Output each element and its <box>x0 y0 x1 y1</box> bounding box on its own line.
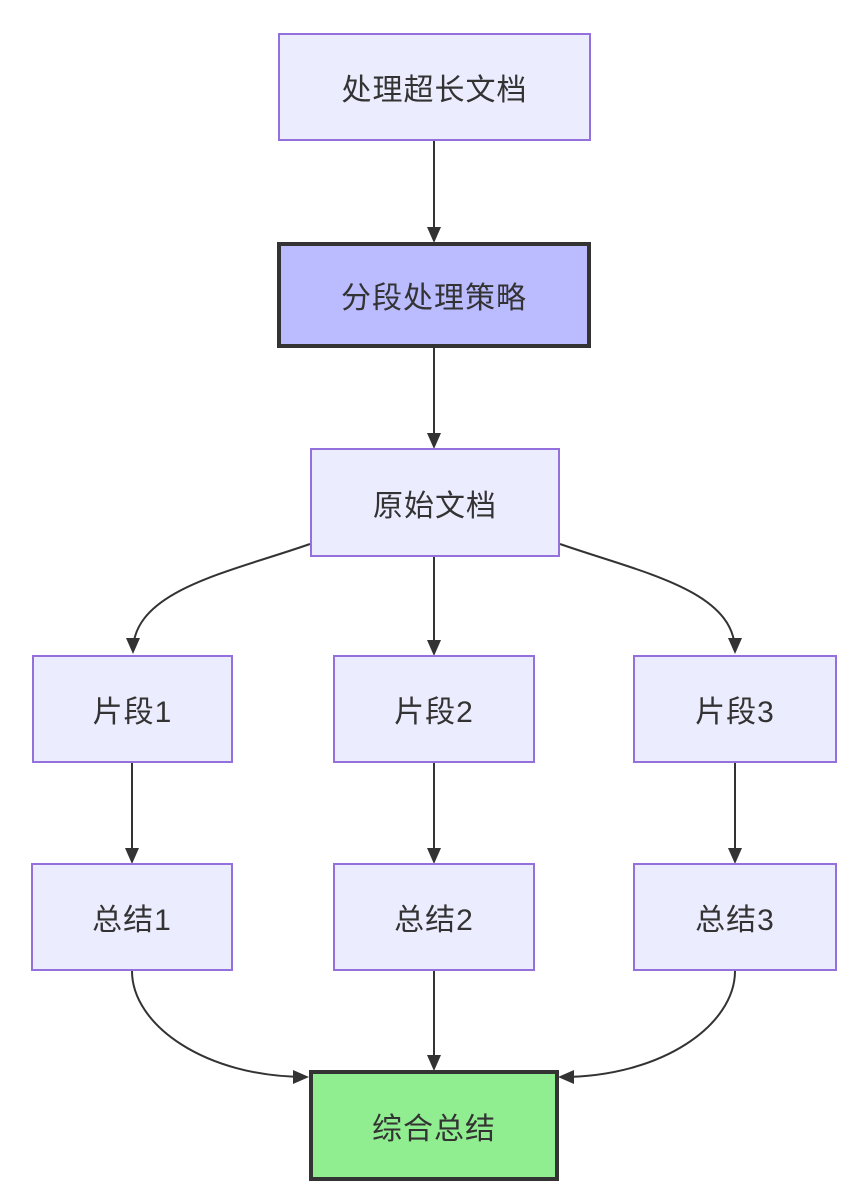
edge-original-to-fragment-3 <box>559 543 742 654</box>
node-summary-2: 总结2 <box>333 863 535 971</box>
node-original-document: 原始文档 <box>310 448 560 557</box>
node-label: 片段3 <box>695 696 775 729</box>
node-label: 综合总结 <box>372 1112 496 1146</box>
node-label: 总结2 <box>394 904 474 937</box>
node-segmentation-strategy: 分段处理策略 <box>277 242 591 348</box>
node-label: 处理超长文档 <box>341 74 528 107</box>
node-label: 片段1 <box>92 696 173 729</box>
edge-summary-3-to-combined <box>558 970 736 1084</box>
node-fragment-2: 片段2 <box>333 655 535 763</box>
node-summary-3: 总结3 <box>633 863 837 971</box>
node-label: 原始文档 <box>373 489 497 523</box>
node-label: 分段处理策略 <box>341 282 527 315</box>
node-summary-1: 总结1 <box>31 863 233 971</box>
node-label: 片段2 <box>394 696 474 729</box>
node-combined-summary: 综合总结 <box>309 1070 559 1181</box>
node-process-long-document: 处理超长文档 <box>278 33 591 141</box>
node-fragment-3: 片段3 <box>633 655 837 763</box>
edge-summary-1-to-combined <box>131 970 309 1084</box>
node-label: 总结1 <box>92 904 172 937</box>
node-fragment-1: 片段1 <box>32 655 233 763</box>
node-label: 总结3 <box>695 904 775 937</box>
edge-original-to-fragment-1 <box>126 543 311 654</box>
